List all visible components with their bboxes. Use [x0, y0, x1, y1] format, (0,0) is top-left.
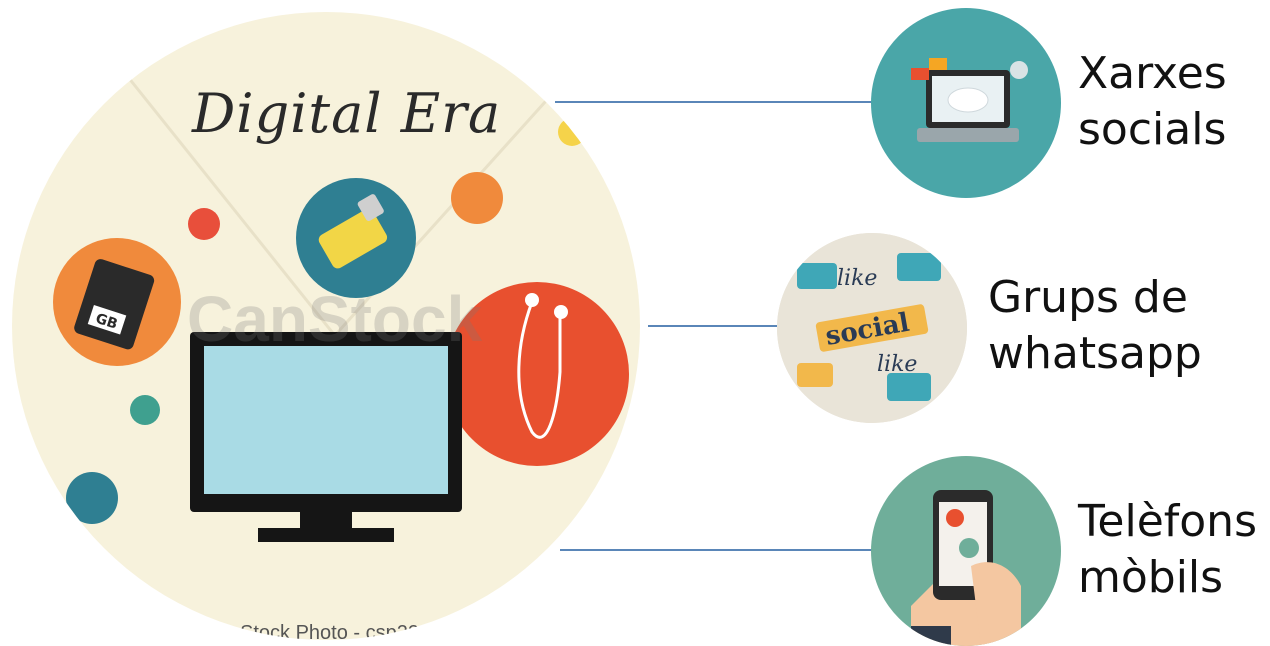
svg-text:GB: GB — [93, 311, 119, 333]
stock-caption: Stock Photo - csp22 — [240, 622, 419, 640]
usb-drive-icon — [296, 178, 416, 298]
decor-dot-yellow — [558, 118, 586, 146]
mobile-phones-label: Telèfons mòbils — [1078, 496, 1257, 603]
mobile-phones-image — [871, 456, 1061, 646]
decor-dot-blue — [66, 472, 118, 524]
connector-line-bottom — [560, 549, 873, 551]
social-networks-label: Xarxes socials — [1078, 48, 1227, 155]
whatsapp-groups-image: social like like — [777, 233, 967, 423]
sd-card-icon: GB — [53, 238, 181, 366]
decor-dot-red — [188, 208, 220, 240]
decor-dot-orange — [451, 172, 503, 224]
svg-text:like: like — [877, 352, 917, 377]
svg-text:like: like — [837, 266, 877, 291]
smartphone-hand-icon — [911, 490, 1021, 646]
decor-dot-green — [130, 395, 160, 425]
social-networks-image — [871, 8, 1061, 198]
whatsapp-groups-label: Grups de whatsapp — [988, 272, 1202, 379]
connector-line-top — [555, 101, 873, 103]
social-doodle-icon: social like like — [777, 233, 967, 423]
monitor-icon — [190, 332, 462, 542]
laptop-cloud-icon — [911, 58, 1028, 142]
digital-era-illustration: GB Digital Era CanStock Stock Photo - cs… — [12, 12, 640, 640]
connector-line-middle — [648, 325, 783, 327]
digital-era-artwork: GB — [53, 31, 629, 542]
stock-watermark: CanStock — [187, 283, 483, 355]
earphones-icon — [445, 282, 629, 466]
illustration-title: Digital Era — [192, 82, 502, 145]
